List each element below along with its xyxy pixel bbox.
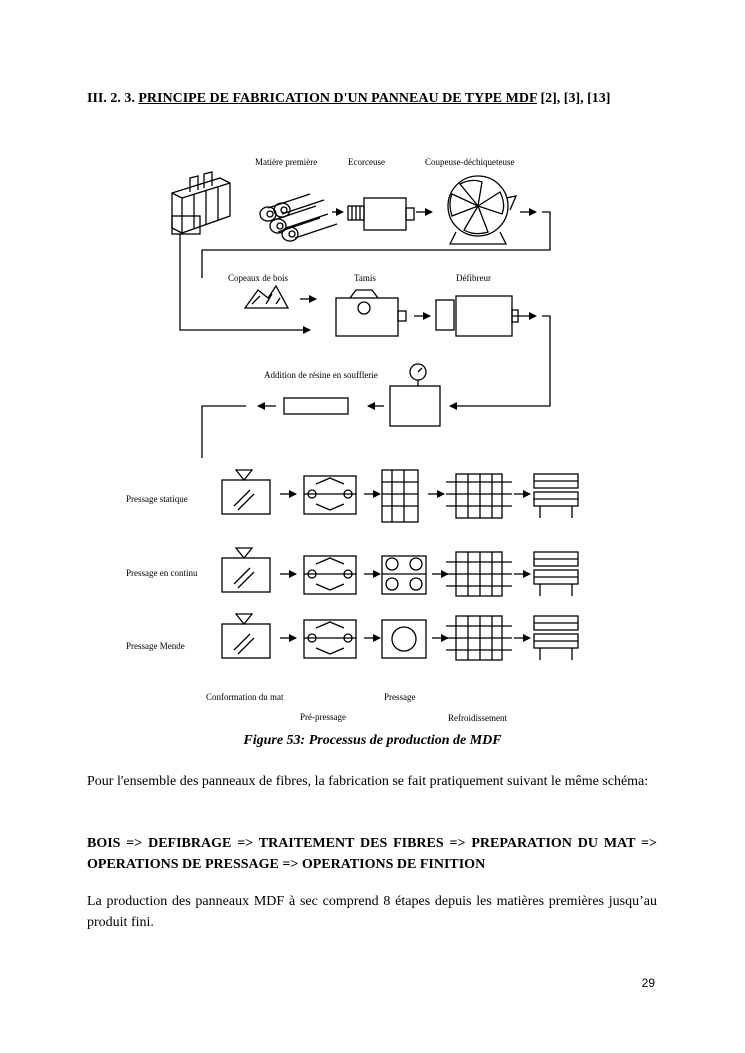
label-static-pressing: Pressage statique: [126, 494, 188, 504]
mdf-process-diagram: Matière première Ecorceuse Coupeuse-déch…: [110, 148, 630, 728]
paragraph-process-chain: BOIS => DEFIBRAGE => TRAITEMENT DES FIBR…: [87, 836, 657, 872]
defibrator-icon: [435, 295, 519, 337]
press-row-mende: [221, 613, 579, 661]
label-defibrator: Défibreur: [456, 273, 491, 283]
logs-icon: [259, 193, 338, 242]
label-resin: Addition de résine en soufflerie: [264, 370, 378, 380]
debarker-icon: [347, 197, 415, 231]
section-title: PRINCIPE DE FABRICATION D'UN PANNEAU DE …: [138, 91, 537, 106]
label-wood-chips: Copeaux de bois: [228, 273, 288, 283]
label-pre-pressing: Pré-pressage: [300, 712, 346, 722]
dryer-icon: [283, 397, 349, 415]
label-mat-forming: Conformation du mat: [206, 692, 284, 702]
label-cooling: Refroidissement: [448, 713, 507, 723]
screen-icon: [335, 289, 407, 337]
section-references: [2], [3], [13]: [540, 91, 611, 106]
paragraph-steps: La production des panneaux MDF à sec com…: [87, 894, 657, 930]
diagram-canvas: Matière première Ecorceuse Coupeuse-déch…: [126, 157, 579, 723]
label-debarker: Ecorceuse: [348, 157, 385, 167]
paragraph-intro: Pour l'ensemble des panneaux de fibres, …: [87, 774, 649, 789]
label-chipper: Coupeuse-déchiqueteuse: [425, 157, 514, 167]
label-continuous-pressing: Pressage en continu: [126, 568, 198, 578]
press-row-static: [221, 469, 579, 523]
label-screen: Tamis: [354, 273, 376, 283]
page-number: 29: [641, 976, 655, 990]
section-heading: III. 2. 3. PRINCIPE DE FABRICATION D'UN …: [87, 88, 657, 109]
label-mende-pressing: Pressage Mende: [126, 641, 185, 651]
press-row-continuous: [221, 547, 579, 597]
label-pressing: Pressage: [384, 692, 416, 702]
wood-chips-icon: [243, 284, 290, 309]
section-number: III. 2. 3.: [87, 91, 135, 106]
figure-caption: Figure 53: Processus de production de MD…: [243, 733, 502, 748]
label-raw-material: Matière première: [255, 157, 317, 167]
chipper-icon: [447, 175, 518, 245]
silo-icon: [171, 171, 231, 235]
resin-blower-icon: [389, 363, 441, 427]
